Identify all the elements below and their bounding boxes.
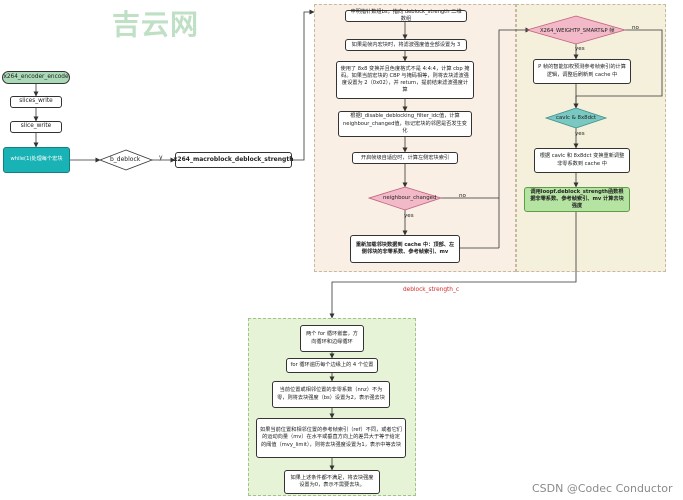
node-while-loop[interactable]: while(1)处理每个宏块 bbox=[3, 147, 70, 173]
node-nested-for-loops[interactable]: 两个 for 循环嵌套，方向循环和边缘循环 bbox=[300, 325, 364, 352]
node-for-four-positions[interactable]: for 循环遍历每个边缘上的 4 个位置 bbox=[286, 358, 378, 373]
node-cbp-mask[interactable]: 使用了 8x8 变换并且色度格式不是 4:4:4，计算 cbp 掩码。如果当前宏… bbox=[336, 61, 474, 99]
label-no-weightp: no bbox=[632, 25, 639, 31]
label-yes-cavlc: yes bbox=[575, 131, 585, 137]
label-yes-neighbour: yes bbox=[404, 213, 414, 219]
section-label-deblock-strength-c: deblock_strength_c bbox=[403, 287, 460, 293]
decision-neighbour-changed[interactable]: neighbour_changed bbox=[383, 195, 437, 201]
label-yes-y: y bbox=[159, 154, 163, 161]
node-neighbour-changed[interactable]: 根据l_disable_deblocking_filter_idc值，计算 ne… bbox=[338, 111, 472, 137]
label-yes-weightp: yes bbox=[575, 46, 585, 52]
decision-cavlc-8x8dct[interactable]: cavlc & 8x8dct bbox=[556, 115, 597, 121]
watermark-logo: 吉云网 bbox=[112, 8, 200, 41]
node-weighted-pred-ref[interactable]: P 帧的智能加权预测参考帧索引的计算逻辑，调整后刷新到 cache 中 bbox=[533, 59, 631, 84]
node-ref-mv-strength-1[interactable]: 如果当前位置和相邻位置的参考帧索引（ref）不同，或者它们的运动向量（mv）在水… bbox=[256, 418, 406, 458]
node-x264-encoder-encode[interactable]: x264_encoder_encode bbox=[2, 71, 70, 84]
decision-b-deblock[interactable]: b_deblock bbox=[110, 156, 141, 163]
node-call-loopf-deblock-strength[interactable]: 调用loopf.deblock_strength函数根据非零系数、参考帧索引、m… bbox=[524, 187, 630, 212]
node-nnz-strength-2[interactable]: 当前位置或相邻位置的非零系数（nnz）不为零，则将去块强度（bs）设置为2，表示… bbox=[272, 381, 390, 408]
node-reload-cache[interactable]: 重新加载邻块数据到 cache 中：顶部、左侧邻块的非零系数、参考帧索引、mv bbox=[350, 235, 460, 263]
node-intra-strength-3[interactable]: 如果是帧内宏块时，将滤波强度值全部设置为 3 bbox=[345, 39, 467, 51]
node-slices-write[interactable]: slices_write bbox=[10, 96, 62, 108]
decision-weightp-smart[interactable]: X264_WEIGHTP_SMART&P 帧 bbox=[540, 28, 615, 34]
label-no-neighbour: no bbox=[459, 193, 466, 199]
node-adjust-nnz-cache[interactable]: 根据 cavlc 和 8x8dct 变换重新调整非零系数到 cache 中 bbox=[534, 148, 630, 173]
node-macroblock-deblock-strength[interactable]: x264_macroblock_deblock_strength bbox=[174, 152, 293, 168]
node-left-mb-index[interactable]: 开启帧级自适应时，计算左侧宏块索引 bbox=[352, 152, 458, 164]
node-slice-write[interactable]: slice_write bbox=[10, 121, 62, 133]
node-strength-0[interactable]: 如果上述条件都不满足，将去块强度设置为0，表示不需要去块。 bbox=[284, 470, 380, 494]
node-declare-bs[interactable]: 申明指针数组bs，指向 deblock_strength 二维数组 bbox=[345, 9, 467, 22]
cache-adjust-region bbox=[516, 4, 666, 272]
footer-credit: CSDN @Codec Conductor bbox=[532, 482, 673, 495]
